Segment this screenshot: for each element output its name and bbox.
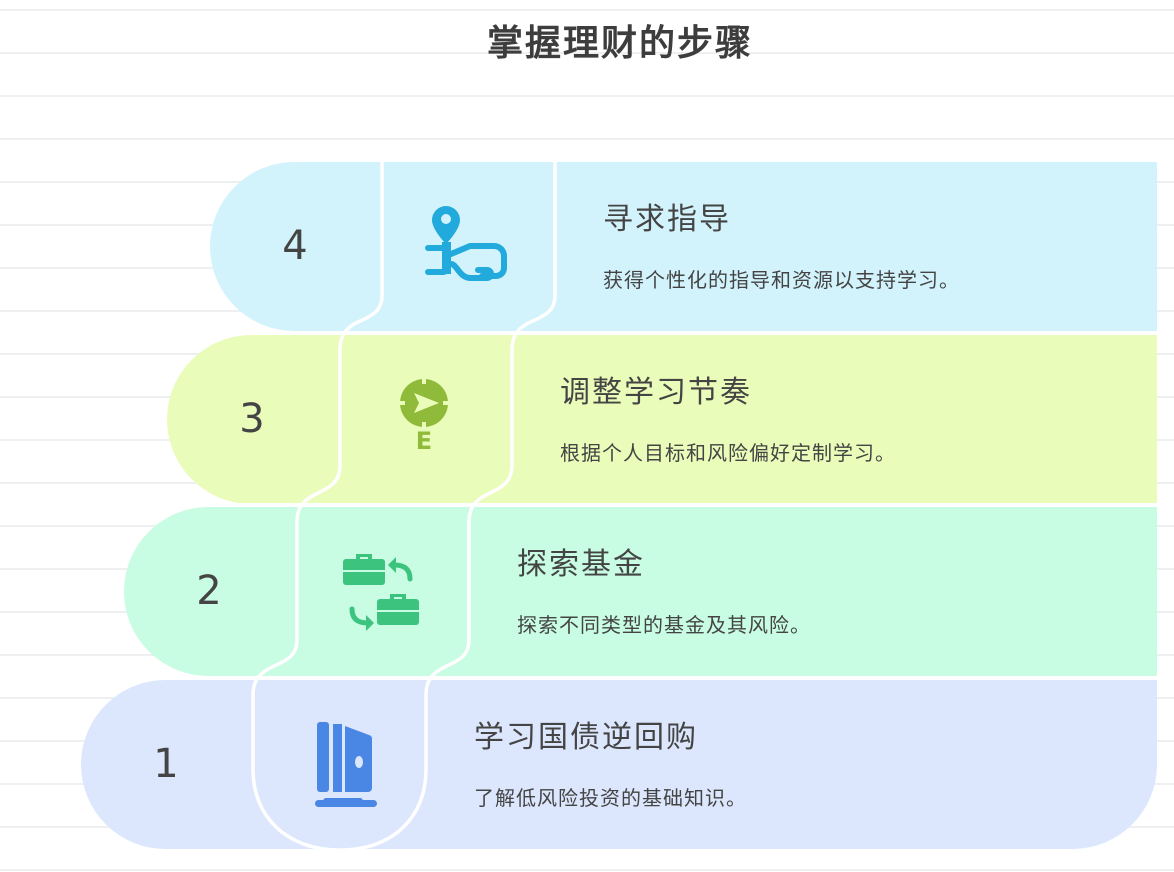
step-1: 1 学习国债逆回购 了解低风险投资的基础知识。 (81, 680, 1157, 849)
compass-east-icon: E (399, 378, 449, 455)
step-number: 3 (239, 396, 265, 442)
step-4: 4 寻求指导 获得个性化的指导和资源以支持学习。 (210, 162, 1157, 331)
step-description: 探索不同类型的基金及其风险。 (517, 613, 811, 637)
step-title: 探索基金 (517, 547, 645, 582)
step-description: 了解低风险投资的基础知识。 (474, 786, 747, 810)
step-description: 获得个性化的指导和资源以支持学习。 (603, 268, 960, 292)
page-title: 掌握理财的步骤 (486, 23, 753, 64)
step-number: 4 (282, 223, 308, 269)
step-title: 学习国债逆回购 (474, 720, 698, 755)
step-3: 3 E 调整学习节奏 根据个人目标和风险偏好定制学习。 (167, 335, 1157, 504)
briefcase-exchange-icon (343, 554, 419, 631)
svg-text:E: E (416, 427, 432, 455)
step-title: 调整学习节奏 (560, 375, 752, 410)
step-title: 寻求指导 (603, 202, 731, 237)
location-hand-icon (425, 206, 507, 281)
step-number: 2 (196, 568, 222, 614)
safe-icon (315, 722, 377, 807)
step-number: 1 (153, 741, 179, 787)
step-description: 根据个人目标和风险偏好定制学习。 (560, 441, 896, 465)
